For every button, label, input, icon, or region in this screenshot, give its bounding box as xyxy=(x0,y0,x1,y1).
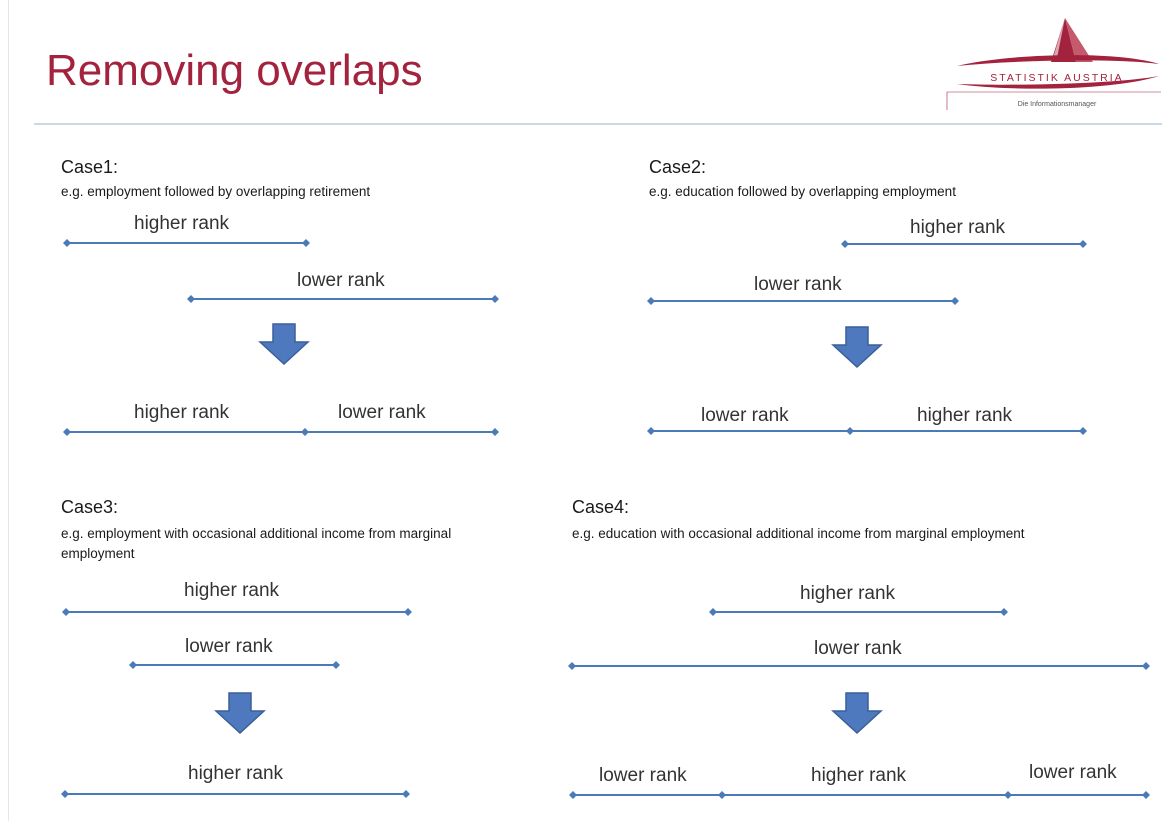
case1-before-line-1-marker-1 xyxy=(63,239,71,247)
case1-after-label-2: lower rank xyxy=(338,402,426,423)
case4-down-arrow xyxy=(831,692,883,735)
case2-before-label-1: higher rank xyxy=(910,217,1006,238)
case1-before-label-2: lower rank xyxy=(297,270,385,291)
case2-after-line-marker-1 xyxy=(647,427,655,435)
case3-after-label-1: higher rank xyxy=(188,763,284,784)
slide-left-border xyxy=(8,0,9,821)
case4-before-label-1: higher rank xyxy=(800,583,896,604)
case4-title: Case4: xyxy=(572,497,630,517)
case4-after-label-3: lower rank xyxy=(1029,762,1117,783)
case2-title: Case2: xyxy=(649,157,707,177)
case1-down-arrow xyxy=(258,323,310,366)
case3-before-label-1: higher rank xyxy=(184,580,280,601)
header-rule xyxy=(34,123,1162,125)
case3-title: Case3: xyxy=(61,497,119,517)
case1-after-line-marker-1 xyxy=(63,428,71,436)
case1-after-line-marker-2 xyxy=(301,428,309,436)
case4-after-label-2: higher rank xyxy=(811,765,907,786)
case2-description: e.g. education followed by overlapping e… xyxy=(649,184,956,199)
case1-before-line-2-marker-1 xyxy=(187,295,195,303)
case1-description: e.g. employment followed by overlapping … xyxy=(61,184,371,199)
case3-down-arrow xyxy=(214,692,266,735)
logo-name-text: STATISTIK AUSTRIA xyxy=(990,72,1123,84)
case3-before-line-2-marker-2 xyxy=(332,661,340,669)
case2-after-line-marker-3 xyxy=(1079,427,1087,435)
case4-after-line-marker-2 xyxy=(718,791,726,799)
case3-before-label-2: lower rank xyxy=(185,636,273,657)
case4-after-line-marker-1 xyxy=(569,791,577,799)
case1-before-line-2-marker-2 xyxy=(491,295,499,303)
case4-before-line-1-marker-1 xyxy=(709,608,717,616)
case3-description: e.g. employment with occasional addition… xyxy=(61,526,452,561)
case4-before-line-2-marker-1 xyxy=(568,662,576,670)
case2-before-line-1-marker-1 xyxy=(841,240,849,248)
case2-before-line-2-marker-1 xyxy=(647,297,655,305)
case2-after-line-marker-2 xyxy=(846,427,854,435)
case4-after-label-1: lower rank xyxy=(599,765,687,786)
case2-after-label-2: higher rank xyxy=(917,405,1013,426)
case2-down-arrow xyxy=(831,326,883,369)
case3-before-line-1-marker-1 xyxy=(62,608,70,616)
case2-before-line-2-marker-2 xyxy=(951,297,959,305)
case4-description: e.g. education with occasional additiona… xyxy=(572,526,1025,541)
statistik-austria-logo: STATISTIK AUSTRIA Die Informationsmanage… xyxy=(946,18,1161,110)
case1-before-label-1: higher rank xyxy=(134,213,230,234)
case2-after-label-1: lower rank xyxy=(701,405,789,426)
case1-before-line-1-marker-2 xyxy=(302,239,310,247)
slide-title: Removing overlaps xyxy=(46,46,423,95)
case3-before-line-2-marker-1 xyxy=(129,661,137,669)
case4-before-line-1-marker-2 xyxy=(1000,608,1008,616)
case3-before-line-1-marker-2 xyxy=(404,608,412,616)
case1-after-line-marker-3 xyxy=(491,428,499,436)
case4-after-line-marker-4 xyxy=(1142,791,1150,799)
case4-after-line-marker-3 xyxy=(1004,791,1012,799)
case4-before-label-2: lower rank xyxy=(814,638,902,659)
case1-after-label-1: higher rank xyxy=(134,402,230,423)
case3-after-line-marker-1 xyxy=(61,790,69,798)
case3-after-line-marker-2 xyxy=(402,790,410,798)
case1-title: Case1: xyxy=(61,157,119,177)
logo-tagline-text: Die Informationsmanager xyxy=(1018,101,1097,108)
case2-before-line-1-marker-2 xyxy=(1079,240,1087,248)
case4-before-line-2-marker-2 xyxy=(1142,662,1150,670)
case2-before-label-2: lower rank xyxy=(754,274,842,295)
